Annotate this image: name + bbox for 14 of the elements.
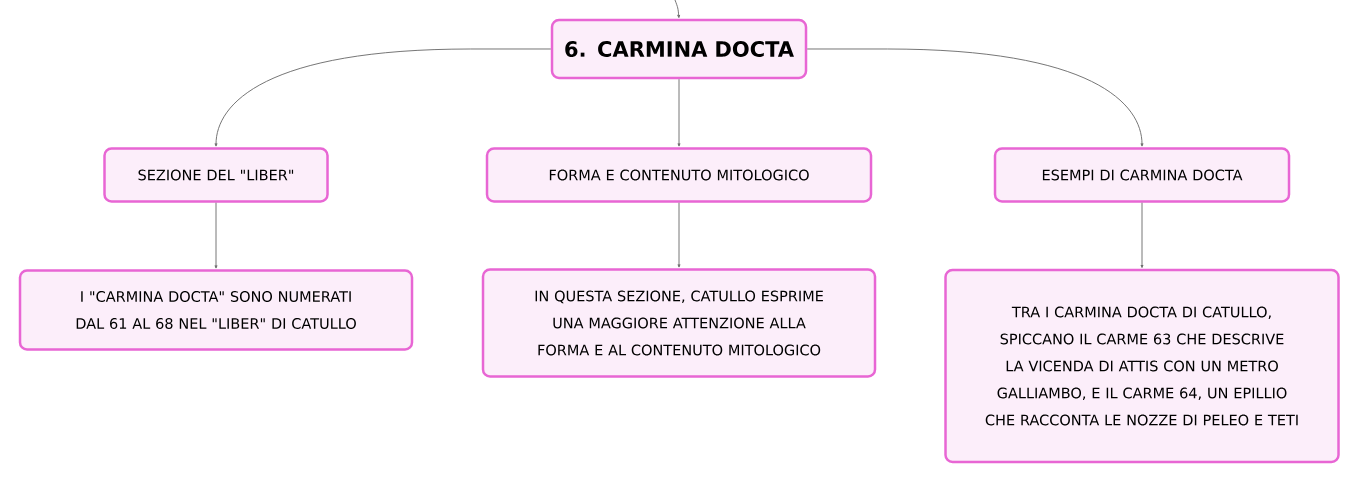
concept-box: SEZIONE DEL "LIBER" [103,147,329,203]
arrow [806,48,1144,147]
arrow [677,202,681,268]
concept-box: FORMA E CONTENUTO MITOLOGICO [485,147,873,203]
arrow [214,202,218,269]
arrow [674,0,681,19]
concept-box: TRA I CARMINA DOCTA DI CATULLO, SPICCANO IL CARME 63 CHE DESCRIVE LA VICENDA DI ATTIS CON UN METRO GALLIAMBO, E IL CARME 64, UN EPILLIO CHE RACCONTA LE NOZZE DI PELEO E TETI [944,268,1340,464]
concept-box: I "CARMINA DOCTA" SONO NUMERATI DAL 61 AL 68 NEL "LIBER" DI CATULLO [18,269,414,351]
arrow [214,48,552,147]
arrow [1140,202,1144,269]
arrow [677,78,681,147]
title-box: 6. CARMINA DOCTA [550,18,808,80]
concept-box: IN QUESTA SEZIONE, CATULLO ESPRIME UNA MAGGIORE ATTENZIONE ALLA FORMA E AL CONTENUTO MITOLOGICO [481,268,877,378]
concept-box: ESEMPI DI CARMINA DOCTA [993,147,1291,203]
